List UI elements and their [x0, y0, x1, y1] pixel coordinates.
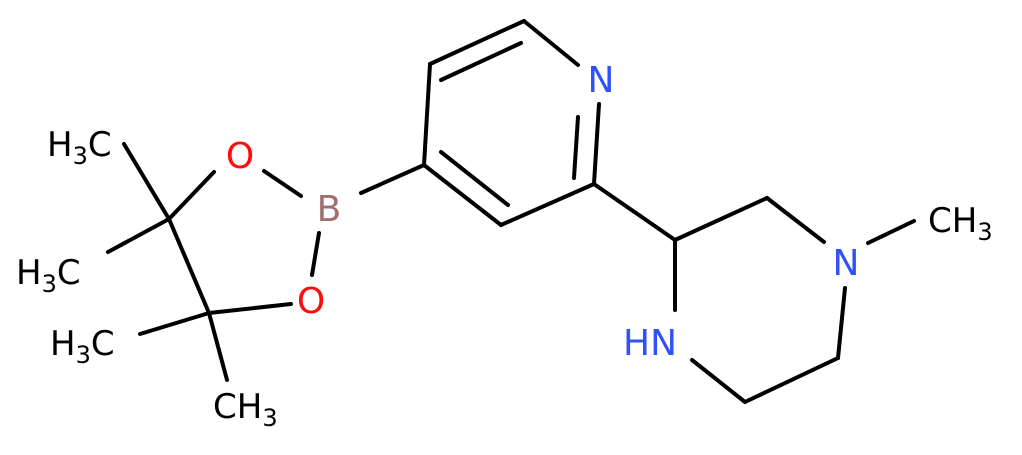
atom-boron: B — [317, 189, 342, 230]
pyridine-ring — [422, 19, 601, 227]
methyl-1-text: H3C — [47, 125, 112, 170]
methyl-n-text: CH3 — [928, 201, 993, 246]
methyl-4-text: CH3 — [213, 387, 278, 432]
piperazine-ring — [673, 196, 847, 404]
atom-n-pyridine: N — [588, 60, 615, 101]
atom-o-upper: O — [226, 136, 254, 177]
methyl-label-n: CH3 — [928, 201, 993, 246]
methyl-bonds — [106, 142, 229, 382]
atom-nh: HN — [623, 323, 677, 364]
boronate-ring — [167, 163, 426, 315]
methyl-label-2: H3C — [16, 253, 81, 298]
bond-pyridine-piperazine — [592, 182, 677, 242]
methyl-2-text: H3C — [16, 253, 81, 298]
methyl-label-3: H3C — [50, 324, 115, 369]
methyl-label-4: CH3 — [213, 387, 278, 432]
bond-n-methyl — [866, 219, 916, 245]
atom-n-methyl: N — [833, 243, 860, 284]
atom-o-lower: O — [297, 281, 325, 322]
methyl-3-text: H3C — [50, 324, 115, 369]
methyl-label-1: H3C — [47, 125, 112, 170]
